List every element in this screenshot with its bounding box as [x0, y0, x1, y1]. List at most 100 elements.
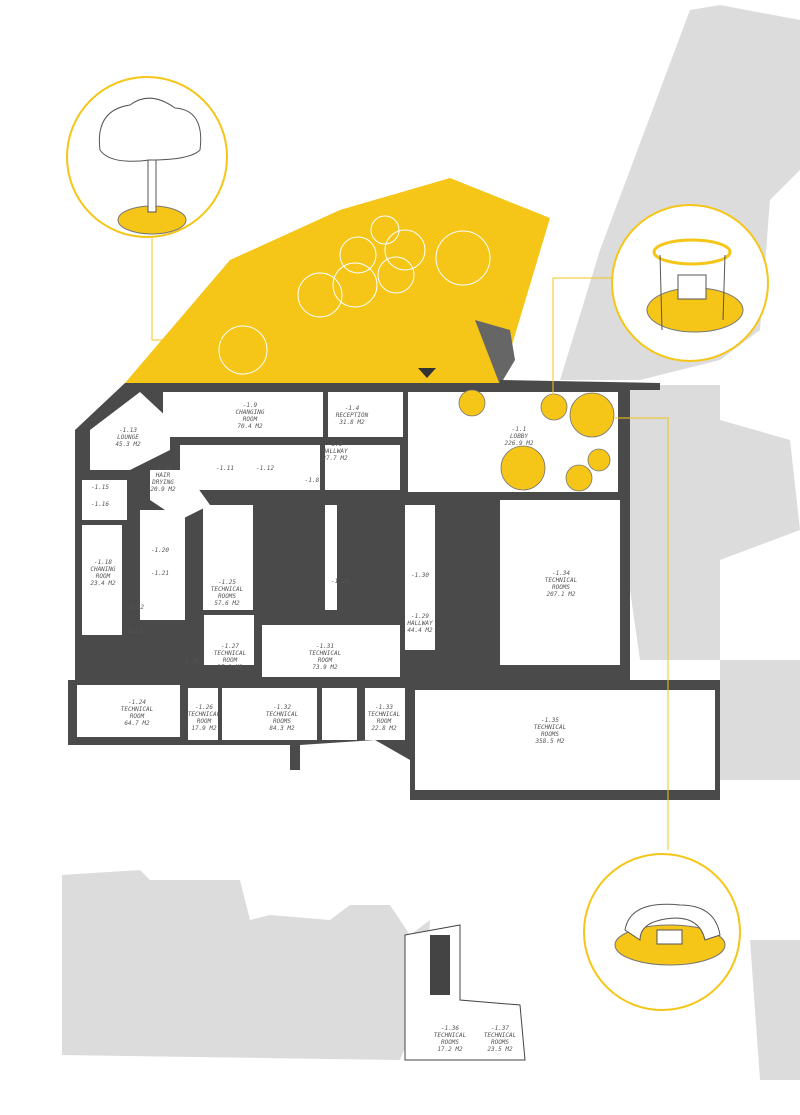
room-label-line: -1.31 — [316, 643, 334, 650]
room-label-line: 23.4 M2 — [90, 580, 116, 587]
room-label-line: -1.18 — [94, 559, 112, 566]
room-label-line: 57.6 M2 — [214, 600, 240, 607]
room-label-line: -1.35 — [541, 717, 559, 724]
room-label-line: ROOM — [243, 416, 258, 423]
room-label-line: ROOMS — [273, 718, 291, 725]
room-label-line: ROOM — [130, 713, 145, 720]
room-label-line: ROOMS — [441, 1039, 459, 1046]
tree-canopies — [218, 215, 491, 375]
room-label-line: 44.4 M2 — [407, 627, 433, 634]
room-label: -1.12 — [256, 465, 274, 472]
room-label-line: ROOMS — [491, 1039, 509, 1046]
room-label-line: -1.24 — [128, 699, 146, 706]
room-label-line: ROOM — [223, 657, 238, 664]
callout-tree — [66, 76, 228, 238]
room-label-line: -1.26 — [181, 658, 199, 665]
garden-terrace — [125, 178, 550, 385]
building — [68, 380, 720, 1061]
room-label-line: -1.1 — [512, 426, 526, 433]
room-label-line: -1.9 — [243, 402, 258, 409]
room-label-line: TECHNICAL — [188, 711, 221, 718]
room-label-line: -1.33 — [375, 704, 393, 711]
room-label-line: -1.30 — [411, 572, 429, 579]
room-label-line: 70.4 M2 — [237, 423, 263, 430]
room-label: -1.11 — [216, 465, 234, 472]
room-label-line: -1.22 — [126, 604, 144, 611]
room-label-line: -1.8 — [305, 477, 320, 484]
room-label-line: -1.37 — [491, 1025, 509, 1032]
room-label-line: LOBBY — [510, 433, 528, 440]
room-label: -1.28 — [331, 578, 349, 585]
room-label: -1.20 — [151, 547, 169, 554]
room-label: -1.8 — [305, 477, 320, 484]
room-label: -1.21 — [151, 570, 169, 577]
room-label-line: ROOMS — [218, 593, 236, 600]
room-label-line: -1.28 — [331, 578, 349, 585]
room-label-line: HAIR — [155, 472, 171, 479]
lobby-seating — [458, 389, 615, 492]
room-label-line: -1.13 — [119, 427, 137, 434]
room-label-line: TECHNICAL — [266, 711, 299, 718]
pergola-icon — [652, 238, 732, 266]
room-label-line: 17.2 M2 — [437, 1046, 463, 1053]
room-label-line: 17.9 M2 — [191, 725, 217, 732]
callout-seating — [583, 853, 741, 1011]
room-label-line: -1.14 — [154, 465, 172, 472]
room-label-line: CHANING — [90, 566, 116, 573]
room-label-line: TECHNICAL — [309, 650, 342, 657]
room-label-line: -1.23 — [124, 628, 142, 635]
room-label-line: 22.8 M2 — [371, 725, 397, 732]
room-label-line: ROOM — [377, 718, 392, 725]
room-label: -1.16 — [91, 501, 109, 508]
room-label-line: -1.21 — [151, 570, 169, 577]
room-label-line: -1.32 — [273, 704, 291, 711]
room-label-line: TECHNICAL — [211, 586, 244, 593]
room-label-line: 84.3 M2 — [269, 725, 295, 732]
room-label-line: ROOMS — [552, 584, 570, 591]
room-label-line: TECHNICAL — [214, 650, 247, 657]
room-label-line: -1.5 — [328, 441, 343, 448]
room-label-line: -1.15 — [91, 484, 109, 491]
room-label: -1.22 — [126, 604, 144, 611]
room-label-line: HALLWAY — [321, 448, 348, 455]
room-label-line: 35.2 M2 — [216, 664, 243, 671]
room-label-line: 207.1 M2 — [547, 591, 576, 598]
room-label-line: -1.26 — [195, 704, 213, 711]
room-label-line: ROOMS — [541, 731, 559, 738]
room-label-line: 73.9 M2 — [312, 664, 338, 671]
callout-leaders — [151, 235, 669, 850]
room-label-line: TECHNICAL — [534, 724, 567, 731]
room-label-line: HALLWAY — [406, 620, 433, 627]
room-label-line: 64.7 M2 — [124, 720, 150, 727]
room-label-line: -1.36 — [441, 1025, 459, 1032]
room-label-line: 37.7 M2 — [321, 455, 348, 462]
room-label-line: -1.34 — [552, 570, 570, 577]
room-label-line: 45.3 M2 — [115, 441, 141, 448]
room-label-line: 20.9 M2 — [150, 486, 176, 493]
room-label-line: -1.25 — [218, 579, 236, 586]
callout-pergola — [611, 204, 769, 362]
room-label-line: 226.9 M2 — [505, 440, 534, 447]
room-label: -1.23 — [124, 628, 142, 635]
room-label-line: ROOM — [197, 718, 212, 725]
room-label-line: LOUNGE — [117, 434, 139, 441]
